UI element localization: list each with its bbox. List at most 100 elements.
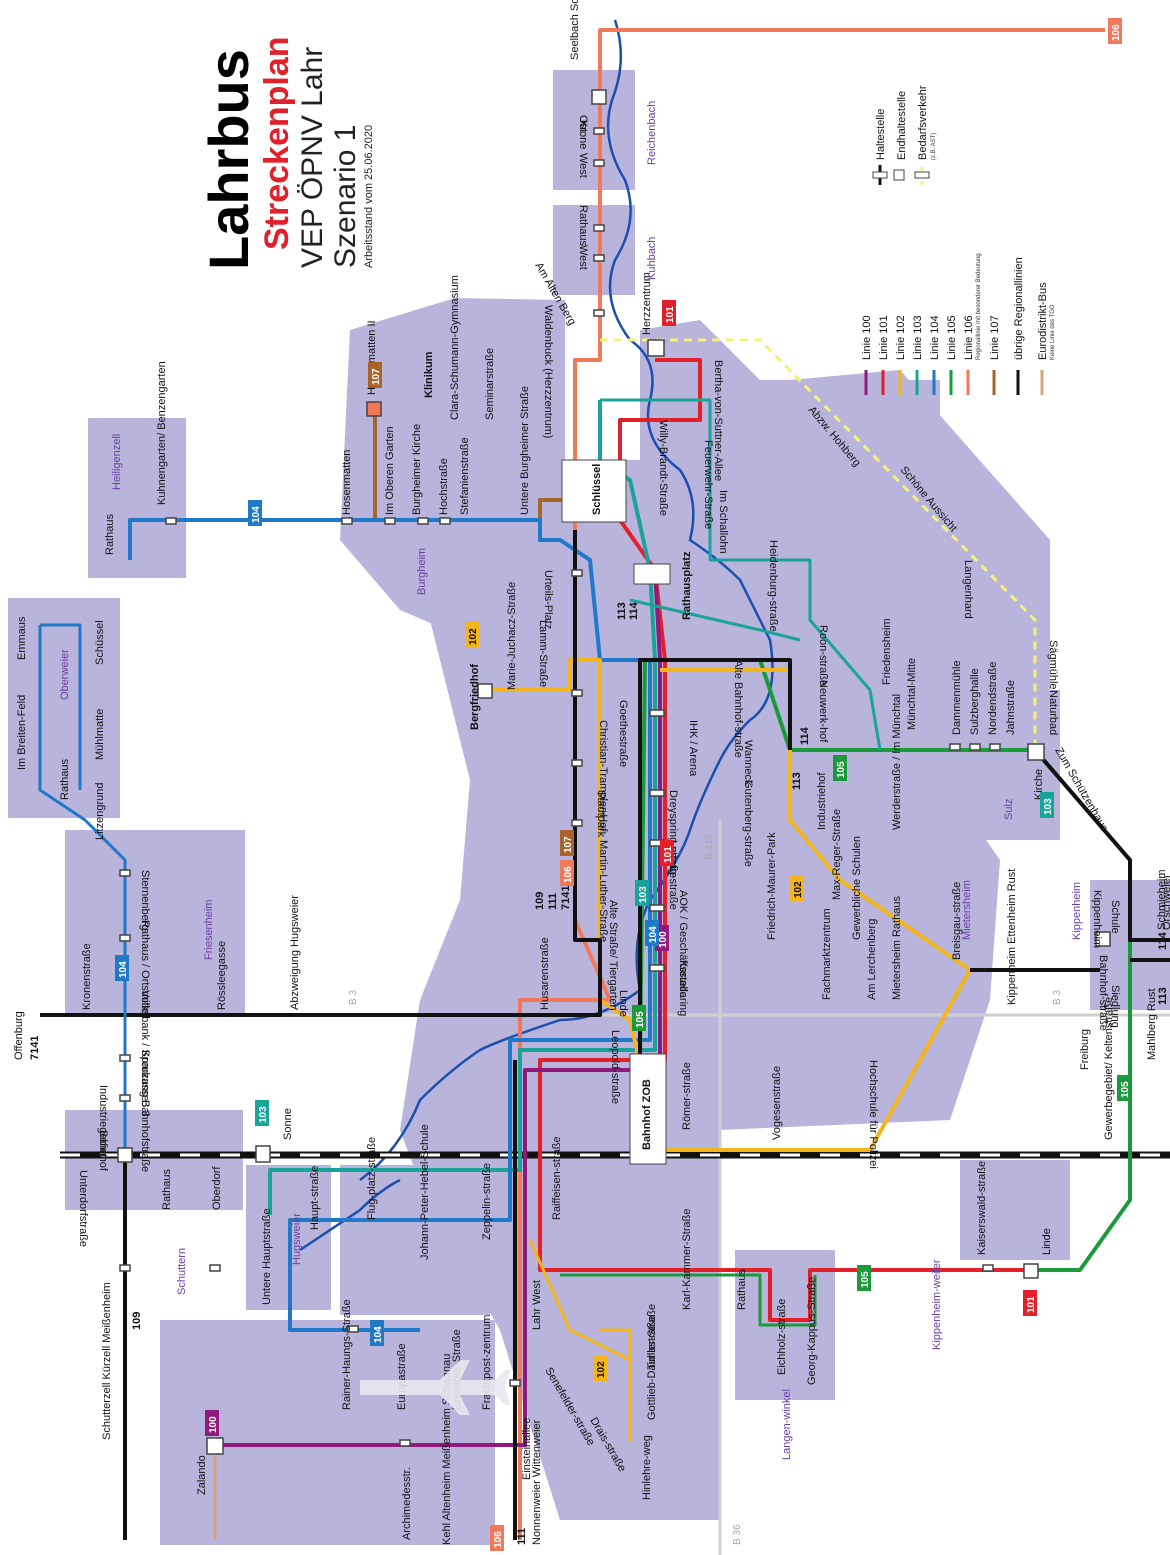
stop-archimedesstr: Archimedesstr. [401, 1467, 413, 1540]
stop-friedrich-maurer-park: Friedrich-Maurer-Park [766, 832, 778, 940]
svg-text:103: 103 [258, 1106, 269, 1123]
stop-flugplatzstrasse: Flug-platz-straße [366, 1137, 378, 1220]
terminal-friesenheim-bahnhof [118, 1148, 132, 1162]
area-label-sulz: Sulz [1003, 799, 1015, 820]
area-label-friesenheim: Friesenheim [203, 899, 215, 960]
svg-text:106: 106 [493, 1531, 504, 1548]
stop-bergfriedhof: Bergfriedhof [469, 664, 481, 730]
stop-breisgaustrasse: Breisgau-straße [951, 882, 963, 960]
stop-jahnstrasse: Jahnstraße [1005, 680, 1017, 735]
stop-schluessel: Schlüssel [591, 464, 603, 515]
stop-zum-schuetzenhaus: Zum Schützenhaus [1052, 746, 1110, 835]
stop-schuessel-oberweier: Schüssel [94, 620, 106, 665]
badge-107: 107 [368, 362, 382, 388]
badge-103: 103 [255, 1100, 269, 1126]
stop-bar [950, 744, 960, 750]
stop-bar [510, 1380, 520, 1386]
stop-am-lerchenberg: Am Lerchenberg [866, 919, 878, 1000]
svg-text:105: 105 [860, 1271, 871, 1288]
svg-text:101: 101 [663, 846, 674, 863]
stop-schule-kippenheim: Schule [1109, 900, 1121, 934]
title-block: Lahrbus Streckenplan VEP ÖPNV Lahr Szena… [197, 36, 375, 270]
badge-106: 106 [1108, 18, 1122, 44]
area-label-kippenheim: Kippenheim [1071, 882, 1083, 940]
stop-bar [572, 690, 582, 696]
svg-text:Linie 107: Linie 107 [989, 315, 1001, 360]
num-111: 111 [547, 893, 559, 910]
stop-bar [983, 1265, 993, 1271]
svg-text:Endhaltestelle: Endhaltestelle [896, 91, 908, 160]
stop-bar [342, 518, 352, 524]
map-subtitle: Streckenplan [258, 36, 296, 250]
num-109: 109 [534, 892, 546, 910]
stop-bar [990, 744, 1000, 750]
svg-text:(z.B. AST): (z.B. AST) [931, 133, 937, 160]
area-label-heiligenzell: Heiligenzell [111, 434, 123, 490]
svg-text:103: 103 [1043, 798, 1054, 815]
stop-bahnhof-zob: Bahnhof ZOB [641, 1079, 653, 1150]
svg-text:102: 102 [596, 1361, 607, 1378]
area-label-hugsweier: Hugsweier [291, 1213, 303, 1265]
stop-johann-peter-hebel: Johann-Peter-Hebel-Schule [419, 1124, 431, 1260]
svg-text:Haltestelle: Haltestelle [875, 109, 887, 160]
dest-schmieheim-line: 114 [1157, 931, 1169, 950]
legend-line-105: Linie 105 [946, 315, 958, 395]
stop-zeppelinstrasse: Zeppelin-straße [481, 1163, 493, 1240]
road-label-b3-west: B 3 [348, 990, 359, 1005]
stop-mietersheim-rathaus: Mietersheim Rathaus [891, 896, 903, 1000]
stop-roessleegasse: Rössleegasse [216, 941, 228, 1010]
svg-text:100: 100 [208, 1416, 219, 1433]
stop-kuhnengarten: Kuhnengarten/ Benzengarten [156, 361, 168, 505]
num-113-east: 113 [791, 772, 803, 790]
stop-dammenmuehle: Dammenmühle [951, 660, 963, 735]
stop-hochstrasse: Hochstraße [438, 458, 450, 515]
stop-kaiserswaldstrasse: Kaiserswald-straße [976, 1161, 988, 1255]
svg-text:Bedarfsverkehr: Bedarfsverkehr [917, 85, 929, 160]
stop-muenchtal-mitte: Münchtal-Mitte [906, 658, 918, 730]
svg-text:107: 107 [563, 836, 574, 853]
stop-bar [120, 870, 130, 876]
badge-101: 101 [660, 840, 674, 866]
stop-zalando: Zalando [196, 1455, 208, 1495]
svg-text:104: 104 [373, 1326, 384, 1343]
svg-text:104: 104 [648, 926, 659, 943]
svg-text:Linie 102: Linie 102 [895, 315, 907, 360]
area-label-reichenbach: Reichenbach [646, 101, 658, 165]
legend-regional: übrige Regionallinien [1013, 257, 1025, 395]
dest-schutterzell-line: 109 [131, 1312, 143, 1330]
svg-text:104: 104 [118, 961, 129, 978]
stop-krone: Krone [577, 120, 589, 149]
terminal-sonne [256, 1146, 270, 1162]
badge-100: 100 [205, 1410, 219, 1436]
stop-clara-schumann: Clara-Schumann-Gymnasium [449, 275, 461, 420]
terminal-herzzentrum [648, 340, 664, 356]
svg-text:104: 104 [251, 506, 262, 523]
stop-gottlieb-daimler: Gottlieb-Daimler-Straße [646, 1304, 658, 1420]
area-heiligenzell [88, 418, 186, 578]
svg-text:Linie 104: Linie 104 [929, 315, 941, 360]
stop-west-kuhbach: West [577, 245, 589, 270]
map-date: Arbeitsstand vom 25.06.2020 [363, 125, 375, 268]
stop-bahnhof-friesenheim: Bahnhof [97, 1130, 109, 1172]
badge-103: 103 [635, 880, 649, 906]
stop-goethestrasse: Goethestraße [617, 700, 629, 767]
stop-roonstrasse: Roon-straße [817, 625, 829, 686]
stop-raiffeisenstrasse: Raiffeisen-straße [551, 1136, 563, 1220]
stop-bar [440, 518, 450, 524]
stop-rainer-haungs: Rainer-Haungs-Straße [341, 1299, 353, 1410]
stop-bertha-von-suttner: Bertha-von-Suttner-Allee [712, 360, 724, 481]
legend-eurodistrikt: Eurodistrikt-BusKeine Linie des TGO [1037, 282, 1056, 395]
dest-offenburg-line: 7141 [29, 1036, 41, 1060]
svg-text:105: 105 [1120, 1081, 1131, 1098]
stop-saegmuehle: Sägmühle [1047, 640, 1059, 690]
stop-hinlehreweg: Hinlehre-weg [641, 1435, 653, 1500]
svg-text:105: 105 [635, 1011, 646, 1028]
area-label-schuttern: Schuttern [176, 1248, 188, 1295]
dest-freiburg: Freiburg [1079, 1029, 1091, 1070]
stop-europastrasse: Europastraße [396, 1343, 408, 1410]
stop-lahr-west: Lahr West [531, 1280, 543, 1330]
svg-text:Linie 103: Linie 103 [912, 315, 924, 360]
badge-105: 105 [632, 1005, 646, 1031]
badge-105: 105 [1117, 1075, 1131, 1101]
stop-werderstrasse: Werderstraße / Im Münchtal [891, 694, 903, 830]
